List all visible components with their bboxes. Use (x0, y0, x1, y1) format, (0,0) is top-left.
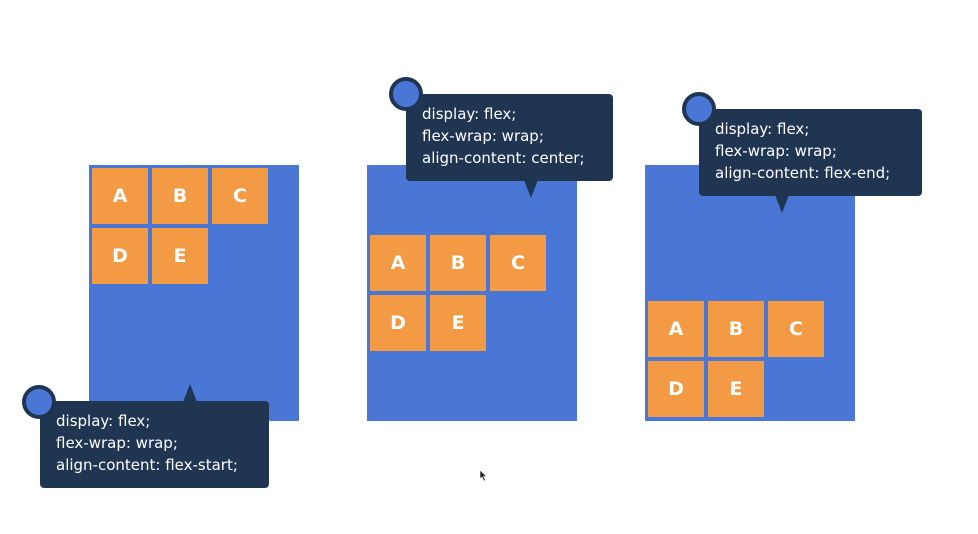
mouse-cursor-icon (479, 470, 488, 482)
flex-item-d: D (370, 295, 426, 351)
pin-marker-icon (682, 92, 716, 126)
flex-container-center (367, 165, 577, 421)
pin-marker-icon (22, 385, 56, 419)
code-line: align-content: center; (422, 149, 585, 167)
code-line: display: flex; (422, 105, 517, 123)
flex-item-d: D (648, 361, 704, 417)
flex-item-a: A (92, 168, 148, 224)
code-tooltip-flex-start: display: flex; flex-wrap: wrap; align-co… (40, 401, 269, 488)
pin-marker-icon (389, 77, 423, 111)
tooltip-pointer (524, 180, 538, 198)
flex-item-e: E (708, 361, 764, 417)
flex-item-e: E (152, 228, 208, 284)
flex-item-b: B (708, 301, 764, 357)
code-line: align-content: flex-end; (715, 164, 891, 182)
flex-item-b: B (152, 168, 208, 224)
flex-item-e: E (430, 295, 486, 351)
code-line: flex-wrap: wrap; (422, 127, 544, 145)
code-line: display: flex; (715, 120, 810, 138)
flex-item-c: C (768, 301, 824, 357)
code-line: display: flex; (56, 412, 151, 430)
code-tooltip-center: display: flex; flex-wrap: wrap; align-co… (406, 94, 613, 181)
code-line: flex-wrap: wrap; (56, 434, 178, 452)
flex-item-c: C (212, 168, 268, 224)
flex-item-d: D (92, 228, 148, 284)
tooltip-pointer (775, 195, 789, 213)
code-line: align-content: flex-start; (56, 456, 238, 474)
code-line: flex-wrap: wrap; (715, 142, 837, 160)
code-tooltip-flex-end: display: flex; flex-wrap: wrap; align-co… (699, 109, 922, 196)
flex-item-b: B (430, 235, 486, 291)
tooltip-pointer (183, 384, 197, 402)
flex-item-c: C (490, 235, 546, 291)
flex-item-a: A (648, 301, 704, 357)
flex-item-a: A (370, 235, 426, 291)
